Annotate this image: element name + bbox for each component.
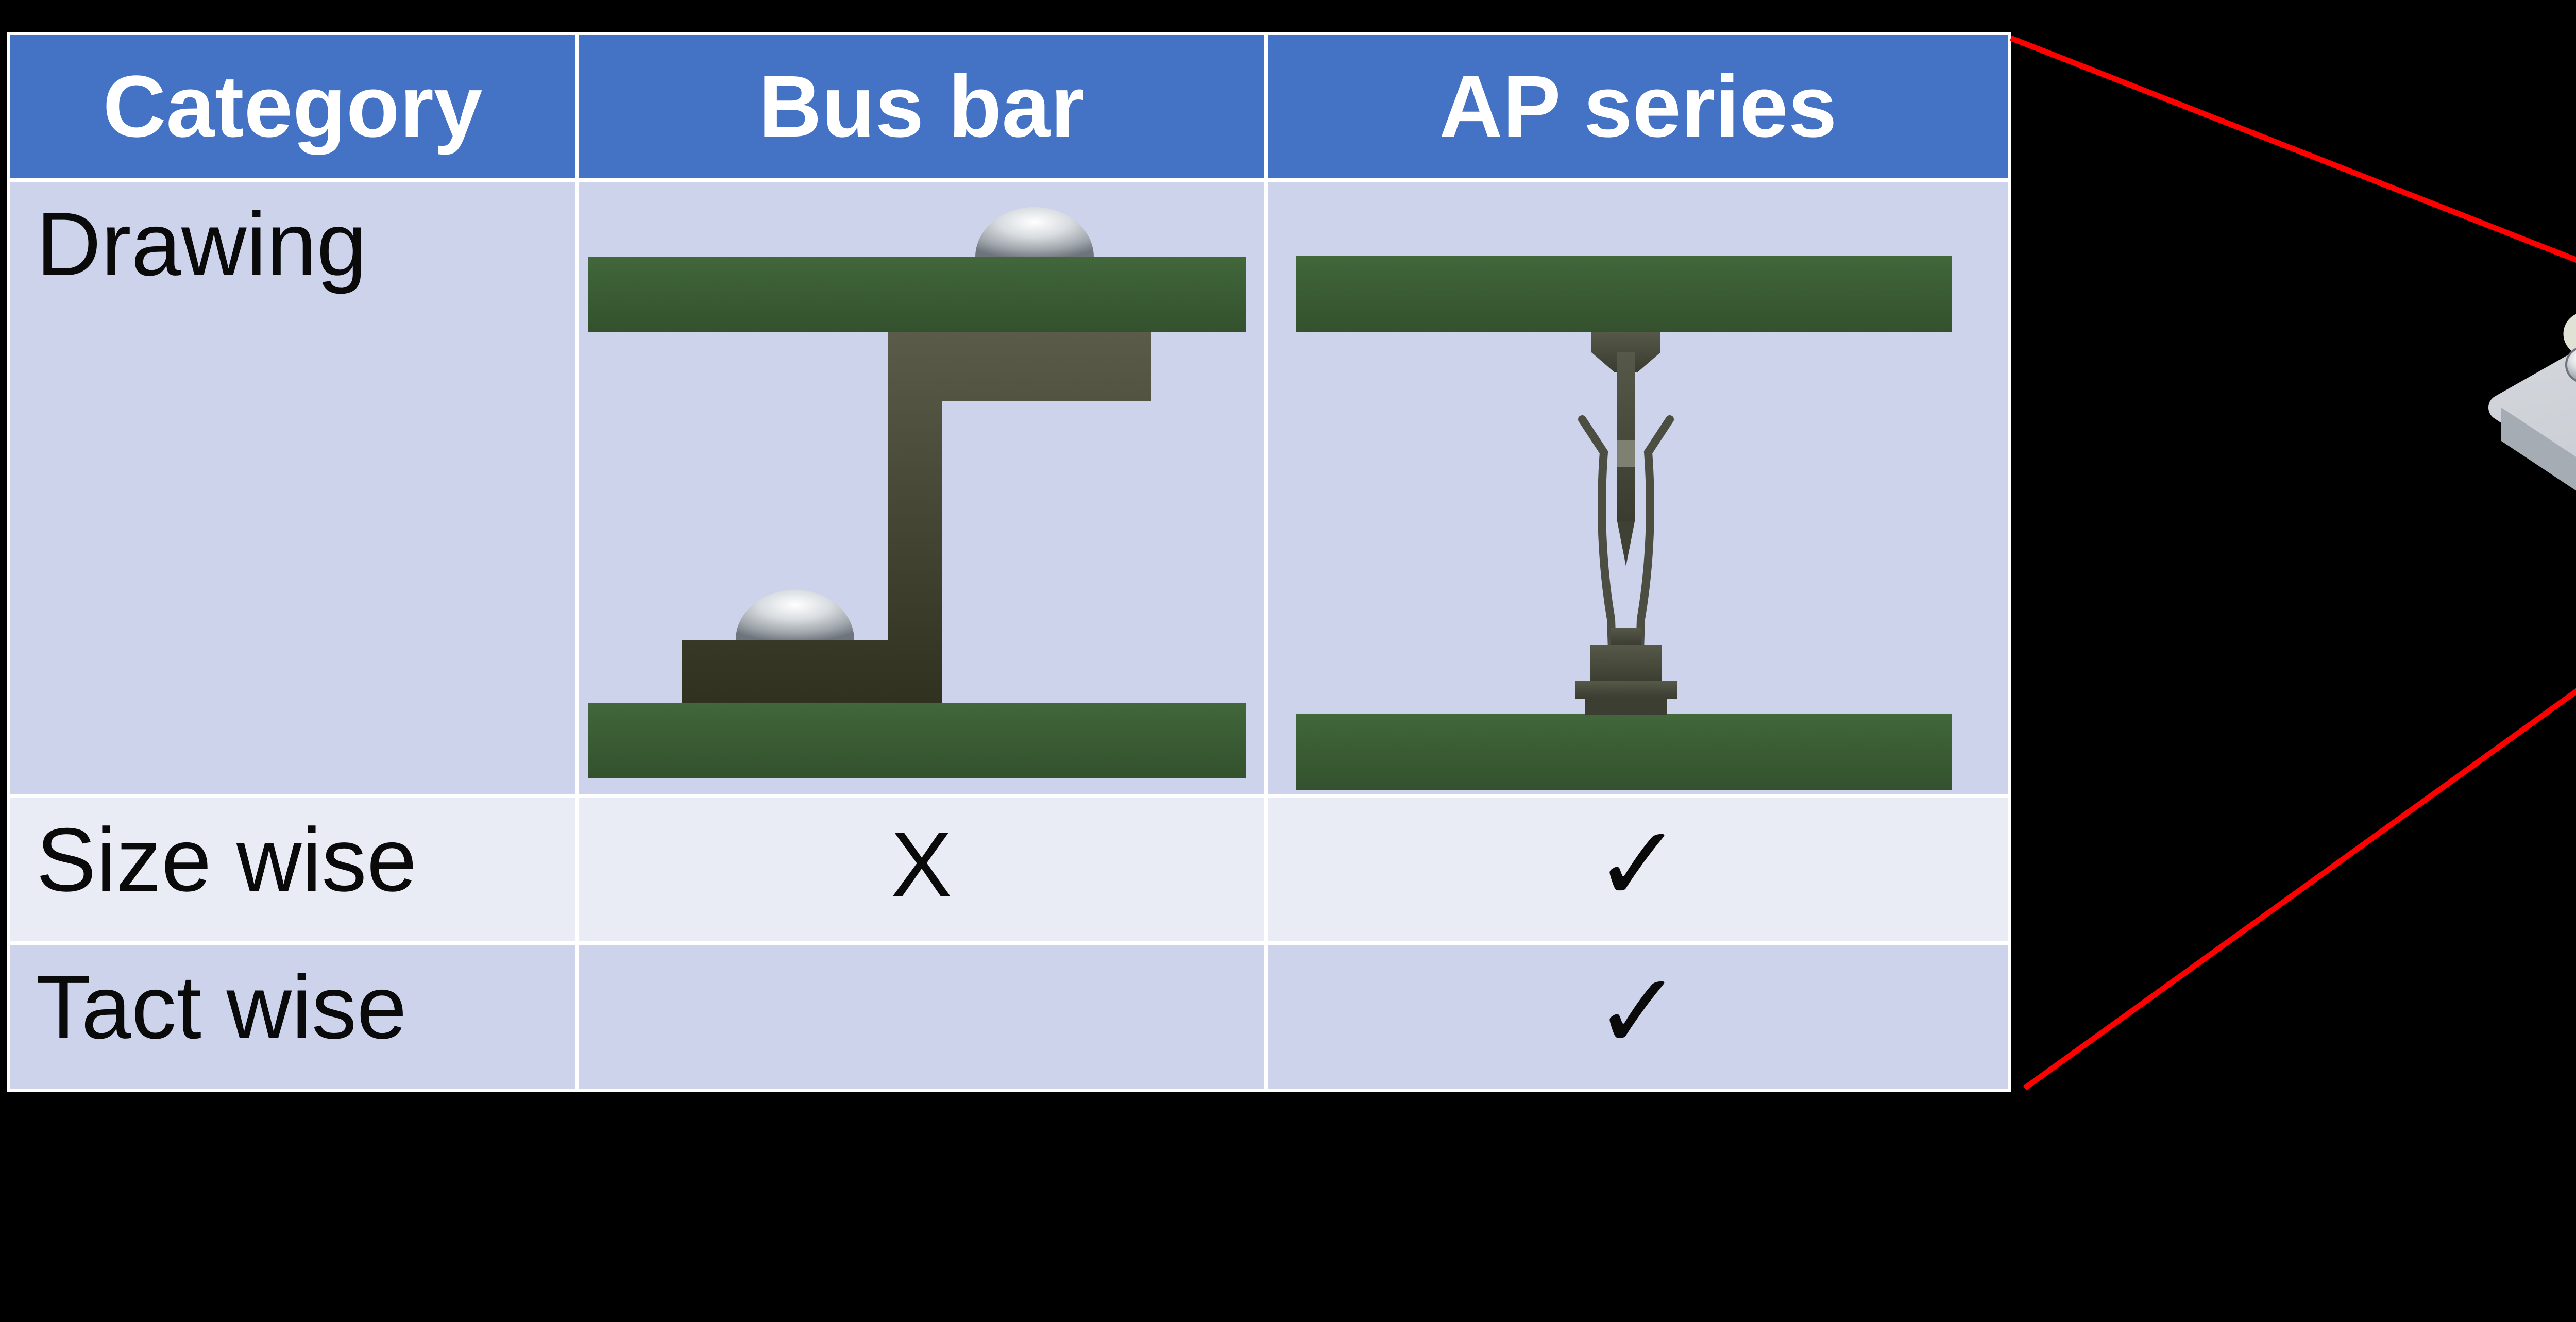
contact-base-block [1590, 645, 1662, 684]
tact-wise-ap-series-mark: ✓ [1268, 945, 2008, 1089]
press-fit-contact-cross-section-drawing [1296, 256, 1952, 790]
busbar-z-bar [682, 332, 1151, 703]
header-cell-ap-series: AP series [1268, 35, 2008, 178]
ap-drawing-cell [1268, 182, 2008, 794]
press-fit-pin-head [1591, 332, 1660, 372]
size-wise-ap-series-mark: ✓ [1268, 798, 2008, 941]
flange-edge-left [2501, 408, 2576, 491]
size-wise-bus-bar-mark: X [579, 798, 1264, 941]
antenna-device-render [2488, 314, 2576, 491]
tact-wise-bus-bar-mark [579, 945, 1264, 1089]
contact-base-plate [1585, 698, 1667, 715]
busbar-drawing-cell [579, 182, 1264, 794]
row-label-tact-wise: Tact wise [10, 945, 575, 1089]
spring-clip-arm-left [1578, 415, 1616, 654]
busbar-joint-cross-section-drawing [588, 207, 1246, 778]
contact-base-tab [1611, 628, 1641, 646]
spring-clip-arm-right [1636, 415, 1674, 654]
pcb-bottom-bar [588, 703, 1246, 778]
pcb-top-bar [1296, 256, 1952, 332]
header-cell-category: Category [10, 35, 575, 178]
comparison-table: Category Bus bar AP series Drawing [7, 32, 2011, 1092]
pcb-bottom-bar [1296, 714, 1952, 790]
row-label-drawing: Drawing [10, 182, 575, 794]
press-fit-pin-shaft [1617, 352, 1635, 521]
pin-highlight [1617, 440, 1635, 467]
pcb-top-bar [588, 257, 1246, 332]
screw-dome-top-icon [975, 207, 1094, 257]
row-label-size-wise: Size wise [10, 798, 575, 941]
header-cell-bus-bar: Bus bar [579, 35, 1264, 178]
contact-base-wings [1575, 681, 1677, 699]
screw-dome-bottom-icon [736, 590, 854, 640]
press-fit-pin-tip [1617, 521, 1635, 566]
